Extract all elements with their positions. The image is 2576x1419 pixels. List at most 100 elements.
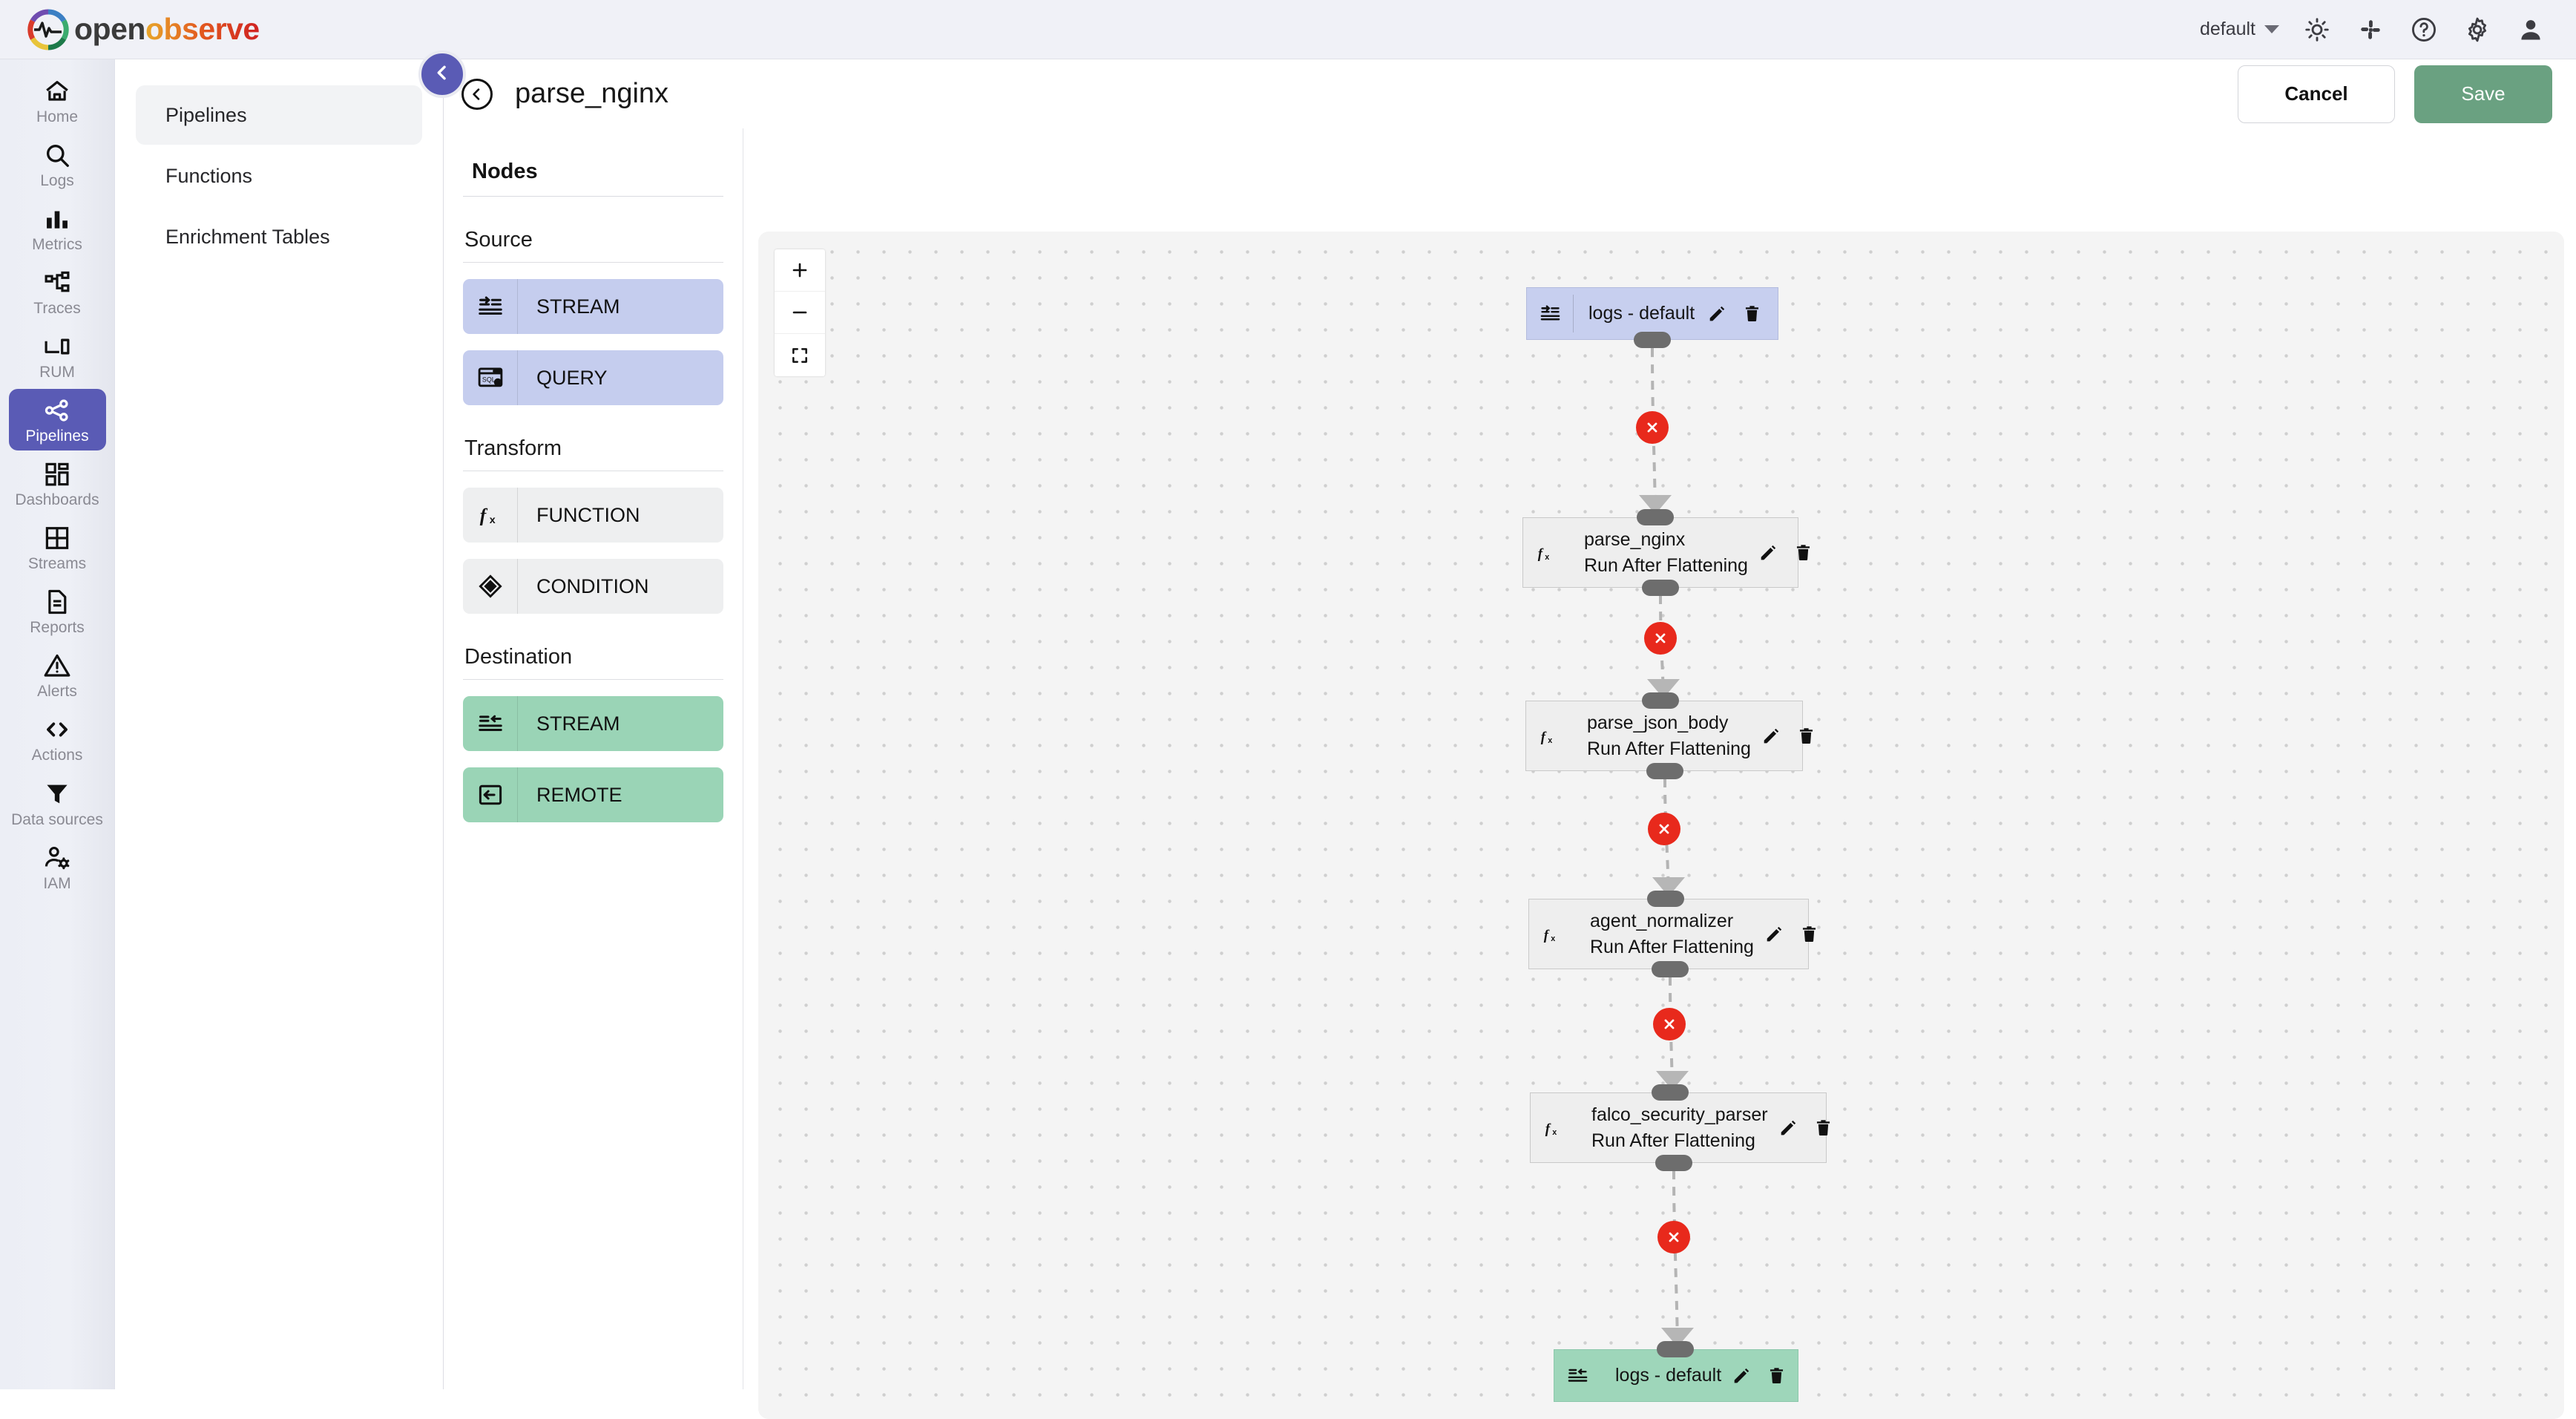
sidebar-item-alerts[interactable]: Alerts (9, 644, 106, 706)
zoom-in-button[interactable] (775, 249, 825, 292)
node-output-handle[interactable] (1634, 332, 1671, 348)
subnav-item-functions[interactable]: Functions (136, 146, 422, 206)
subnav-item-label: Enrichment Tables (165, 225, 330, 248)
flow-node-function-parse-json-body[interactable]: f x parse_json_body Run After Flattening (1525, 701, 1813, 771)
node-palette-source-stream[interactable]: STREAM (463, 279, 723, 334)
condition-diamond-icon (463, 559, 518, 614)
sidebar-item-label: Traces (33, 300, 81, 318)
node-palette-destination-stream[interactable]: STREAM (463, 696, 723, 751)
flow-node-body: parse_nginx Run After Flattening (1569, 529, 1758, 577)
node-palette-label: REMOTE (536, 783, 622, 806)
node-input-handle[interactable] (1647, 891, 1684, 907)
node-input-handle[interactable] (1652, 1084, 1689, 1101)
sidebar-item-dashboards[interactable]: Dashboards (9, 453, 106, 514)
pipelines-subnav: Pipelines Functions Enrichment Tables (115, 59, 444, 1389)
flow-node-function-agent-normalizer[interactable]: f x agent_normalizer Run After Flattenin… (1528, 899, 1816, 969)
trash-icon[interactable] (1797, 727, 1816, 745)
pencil-icon[interactable] (1764, 925, 1784, 944)
node-output-handle[interactable] (1646, 763, 1683, 779)
edge-delete-button[interactable] (1653, 1008, 1686, 1041)
flow-node-actions (1764, 925, 1835, 944)
edge-delete-button[interactable] (1648, 813, 1680, 845)
collapse-subnav-button[interactable] (418, 50, 466, 98)
node-output-handle[interactable] (1642, 580, 1679, 596)
save-button[interactable]: Save (2414, 65, 2552, 123)
sidebar-item-metrics[interactable]: Metrics (9, 197, 106, 259)
flow-node-title: parse_json_body (1587, 712, 1729, 733)
pencil-icon[interactable] (1761, 727, 1781, 746)
function-fx-icon: f x (1523, 518, 1569, 587)
trash-icon[interactable] (1743, 304, 1761, 323)
pencil-icon[interactable] (1778, 1118, 1798, 1138)
sidebar-item-home[interactable]: Home (9, 70, 106, 131)
flow-node-function-parse-nginx[interactable]: f x parse_nginx Run After Flattening (1522, 517, 1810, 588)
sidebar-item-label: RUM (39, 364, 75, 381)
search-icon (42, 140, 72, 170)
sidebar-item-reports[interactable]: Reports (9, 580, 106, 642)
edge-delete-button[interactable] (1636, 411, 1669, 444)
svg-text:x: x (1551, 934, 1555, 943)
sidebar-item-traces[interactable]: Traces (9, 261, 106, 323)
sidebar-item-label: Logs (40, 172, 74, 190)
organization-selector[interactable]: default (2200, 19, 2279, 40)
settings-icon[interactable] (2462, 14, 2493, 45)
flow-node-source-stream[interactable]: logs - default (1526, 287, 1778, 340)
sidebar-item-logs[interactable]: Logs (9, 134, 106, 195)
node-output-handle[interactable] (1652, 961, 1689, 977)
node-palette-transform-condition[interactable]: CONDITION (463, 559, 723, 614)
edge-delete-button[interactable] (1644, 622, 1677, 655)
svg-text:f: f (1538, 545, 1544, 561)
sidebar-item-label: Metrics (32, 236, 82, 254)
node-palette-source-query[interactable]: SQL QUERY (463, 350, 723, 405)
function-fx-icon: f x (1526, 701, 1572, 770)
account-icon[interactable] (2515, 14, 2546, 45)
flow-node-body: agent_normalizer Run After Flattening (1575, 911, 1764, 958)
node-palette-label: QUERY (536, 366, 608, 389)
cancel-button[interactable]: Cancel (2238, 65, 2395, 123)
zoom-out-button[interactable] (775, 292, 825, 334)
node-palette-transform-function[interactable]: f x FUNCTION (463, 488, 723, 543)
pencil-icon[interactable] (1758, 543, 1778, 563)
subnav-item-pipelines[interactable]: Pipelines (136, 85, 422, 145)
pencil-icon[interactable] (1707, 304, 1726, 324)
flow-node-actions (1707, 304, 1778, 324)
edge-delete-button[interactable] (1657, 1221, 1690, 1253)
svg-text:f: f (1541, 729, 1547, 744)
sidebar-item-data-sources[interactable]: Data sources (9, 773, 106, 834)
theme-toggle-icon[interactable] (2301, 14, 2333, 45)
slack-icon[interactable] (2355, 14, 2386, 45)
pencil-icon[interactable] (1732, 1366, 1751, 1386)
flow-node-title: falco_security_parser (1591, 1104, 1768, 1125)
flow-node-title: logs - default (1588, 303, 1695, 324)
node-palette-label: STREAM (536, 295, 620, 318)
node-input-handle[interactable] (1657, 1341, 1694, 1357)
page-header: parse_nginx Cancel Save (444, 59, 2576, 128)
sidebar-item-pipelines[interactable]: Pipelines (8, 389, 106, 451)
stream-out-icon (463, 696, 518, 751)
svg-text:x: x (489, 514, 495, 526)
stream-in-icon (1527, 288, 1573, 339)
sidebar-item-streams[interactable]: Streams (9, 517, 106, 578)
function-fx-icon: f x (463, 488, 518, 543)
sidebar-item-iam[interactable]: IAM (9, 836, 106, 898)
subnav-item-enrichment-tables[interactable]: Enrichment Tables (136, 207, 422, 266)
sidebar-item-rum[interactable]: RUM (9, 325, 106, 387)
back-circle-icon[interactable] (461, 78, 493, 110)
node-input-handle[interactable] (1637, 509, 1674, 525)
node-input-handle[interactable] (1642, 692, 1679, 709)
sidebar-item-actions[interactable]: Actions (9, 708, 106, 770)
flow-node-function-falco-security-parser[interactable]: f x falco_security_parser Run After Flat… (1530, 1092, 1830, 1163)
brand-logo[interactable]: openobserve (27, 8, 260, 51)
trash-icon[interactable] (1767, 1366, 1786, 1385)
alert-triangle-icon (42, 651, 72, 681)
help-icon[interactable] (2408, 14, 2439, 45)
trash-icon[interactable] (1794, 543, 1813, 562)
fit-view-button[interactable] (775, 334, 825, 376)
trash-icon[interactable] (1814, 1118, 1833, 1137)
chevron-down-icon (2264, 25, 2279, 33)
trash-icon[interactable] (1800, 925, 1818, 943)
node-palette-destination-remote[interactable]: REMOTE (463, 767, 723, 822)
top-bar: openobserve default (0, 0, 2576, 59)
pipeline-canvas[interactable]: logs - default f x parse_n (758, 232, 2564, 1419)
node-output-handle[interactable] (1655, 1155, 1692, 1171)
